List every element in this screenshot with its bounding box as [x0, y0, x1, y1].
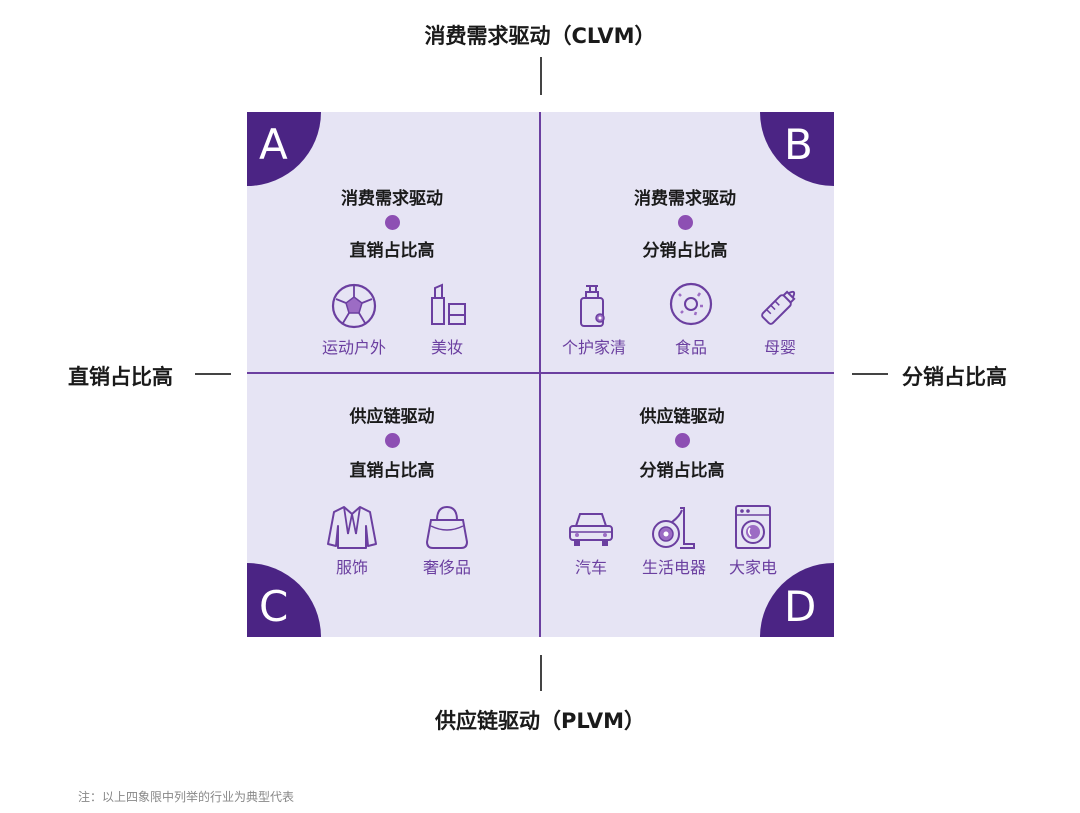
baby-bottle-icon [761, 290, 796, 325]
quadrant-letter-d: D [784, 582, 817, 631]
item-label: 服饰 [335, 558, 368, 577]
quadrant-d-title: 供应链驱动 [639, 407, 725, 427]
quadrant-a-subtitle: 直销占比高 [349, 241, 435, 261]
car-icon [569, 513, 613, 546]
item-major-appliances: 大家电 [708, 504, 798, 578]
top-axis-label: 消费需求驱动（CLVM） [424, 24, 656, 48]
item-label: 食品 [674, 338, 707, 357]
quadrant-b-dot [678, 215, 693, 230]
left-axis-label: 直销占比高 [68, 365, 173, 389]
item-personal-care: 个护家清 [549, 282, 639, 358]
bottom-axis-label: 供应链驱动（PLVM） [434, 709, 646, 733]
item-sports-outdoor: 运动户外 [309, 282, 399, 358]
quadrant-c-subtitle: 直销占比高 [349, 461, 435, 481]
right-axis-line [852, 373, 888, 375]
item-automotive: 汽车 [546, 504, 636, 578]
jacket-icon [327, 506, 377, 549]
item-small-appliances: 生活电器 [629, 504, 719, 578]
donut-icon [669, 282, 713, 326]
washing-machine-icon [735, 505, 771, 549]
item-cosmetics: 美妆 [402, 282, 492, 358]
vertical-divider [539, 112, 541, 637]
horizontal-divider [247, 372, 834, 374]
item-label: 运动户外 [321, 338, 386, 357]
quadrant-c-dot [385, 433, 400, 448]
quadrant-b-title: 消费需求驱动 [634, 189, 736, 209]
item-label: 汽车 [574, 558, 607, 577]
footnote: 注：以上四象限中列举的行业为典型代表 [78, 790, 295, 804]
item-label: 大家电 [728, 558, 777, 577]
quadrant-matrix: A B C D 消费需求驱动 直销占比高 运动户外 美妆 消费需求驱动 分销占比… [247, 112, 834, 637]
quadrant-d-dot [675, 433, 690, 448]
quadrant-letter-b: B [784, 120, 813, 169]
quadrant-a-dot [385, 215, 400, 230]
item-label: 生活电器 [641, 558, 706, 577]
item-label: 美妆 [430, 338, 463, 357]
item-food: 食品 [646, 282, 736, 358]
right-axis-label: 分销占比高 [902, 365, 1007, 389]
pump-bottle-icon [580, 285, 605, 327]
soccer-ball-icon [331, 283, 377, 329]
item-label: 个护家清 [561, 338, 626, 357]
quadrant-b-subtitle: 分销占比高 [642, 241, 728, 261]
handbag-icon [425, 505, 469, 549]
item-luxury: 奢侈品 [402, 504, 492, 578]
bottom-axis-line [540, 655, 542, 691]
item-label: 母婴 [763, 338, 796, 357]
lipstick-icon [431, 283, 466, 325]
vacuum-icon [652, 507, 695, 549]
quadrant-d-subtitle: 分销占比高 [639, 461, 725, 481]
quadrant-letter-c: C [259, 582, 289, 631]
item-label: 奢侈品 [422, 558, 471, 577]
quadrant-a-title: 消费需求驱动 [341, 189, 443, 209]
quadrant-c-title: 供应链驱动 [349, 407, 435, 427]
left-axis-line [195, 373, 231, 375]
item-maternal-baby: 母婴 [735, 282, 825, 358]
top-axis-line [540, 57, 542, 95]
item-apparel: 服饰 [307, 504, 397, 578]
quadrant-letter-a: A [259, 120, 288, 169]
